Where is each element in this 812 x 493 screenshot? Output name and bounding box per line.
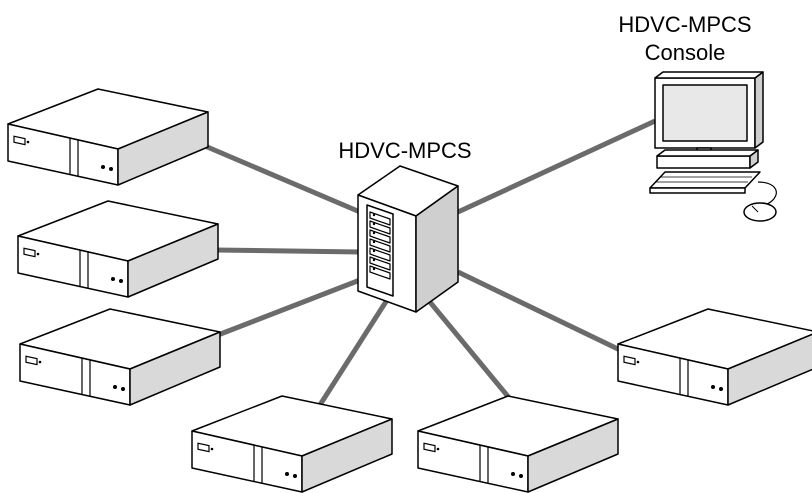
terminal-unit-icon	[617, 308, 812, 406]
link-terminal-6	[456, 269, 622, 353]
terminal-unit-icon	[417, 395, 619, 493]
terminal-unit-icon	[7, 88, 209, 186]
terminal-unit-icon	[19, 308, 221, 406]
link-terminal-3	[204, 277, 361, 343]
link-console	[456, 118, 657, 215]
link-terminal-2	[214, 247, 361, 255]
terminal-unit-icon	[17, 200, 219, 298]
link-terminal-1	[204, 143, 361, 215]
terminal-unit-icon	[191, 395, 393, 493]
server-label: HDVC-MPCS	[338, 138, 472, 163]
link-terminal-4	[315, 298, 390, 410]
console-label-line1: HDVC-MPCS	[618, 12, 752, 37]
link-terminal-5	[418, 288, 517, 407]
server-icon	[357, 165, 459, 313]
network-links	[204, 118, 657, 410]
console-label-line2: Console	[644, 40, 726, 65]
console-pc-icon	[649, 71, 777, 222]
